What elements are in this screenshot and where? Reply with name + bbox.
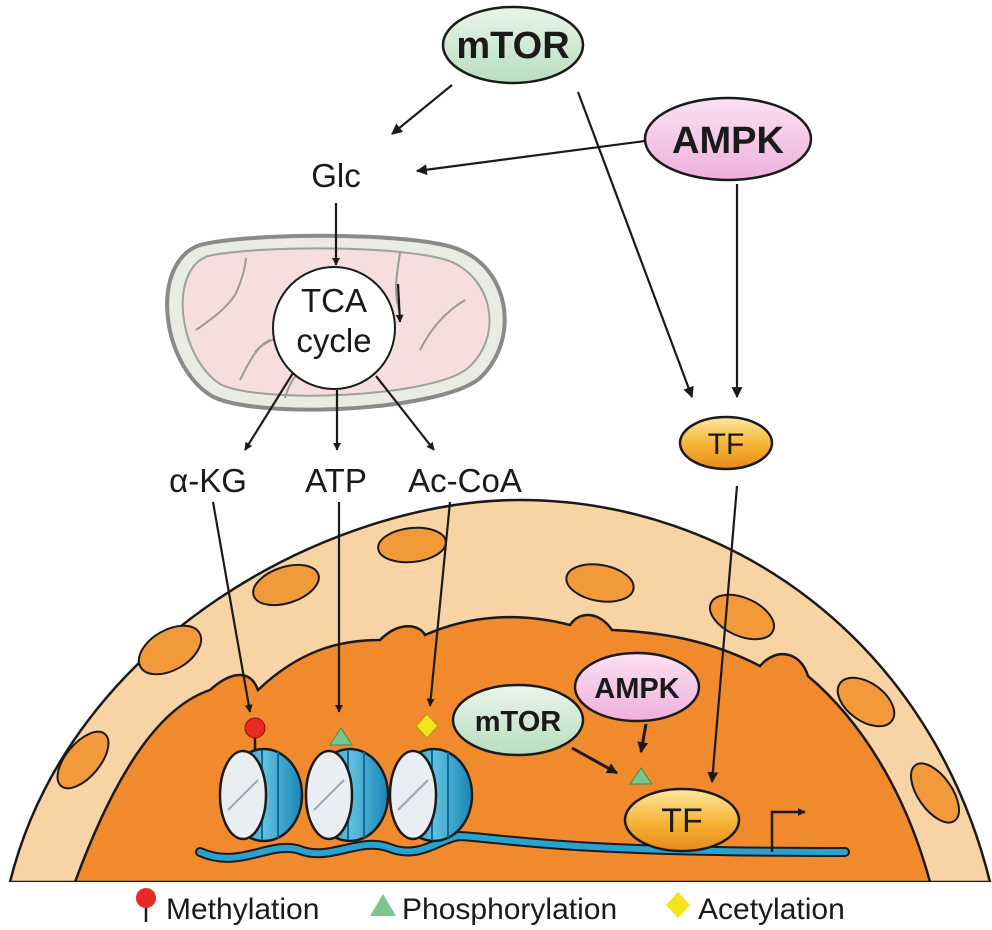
arrow-tf-to-nucleus — [707, 485, 739, 784]
arrow-nuc-mtor-to-tf — [571, 746, 618, 775]
arrow-ampk-to-glc — [415, 139, 646, 176]
node-ampk: AMPK — [643, 96, 813, 182]
node-mtor-nuclear: mTOR — [451, 683, 585, 757]
legend-methylation-icon — [136, 888, 156, 922]
transcription-start-arrow — [770, 808, 806, 852]
arrow-tca-to-akg — [244, 372, 294, 451]
node-mtor: mTOR — [441, 5, 585, 85]
arrow-mtor-to-tf — [576, 91, 694, 399]
node-tf-cytoplasm-label: TF — [708, 428, 745, 461]
nucleosome-2 — [304, 747, 390, 843]
pathway-arrows — [211, 84, 743, 784]
node-ampk-nuclear-label: AMPK — [594, 673, 679, 705]
node-tf-nuclear-label: TF — [661, 802, 703, 840]
akg-label: α-KG — [169, 462, 247, 499]
arrow-mtor-to-glc — [391, 84, 453, 135]
tca-cycle-label-line2: cycle — [296, 322, 371, 359]
glc-label: Glc — [311, 157, 361, 194]
arrow-akg-to-histone — [211, 501, 253, 713]
node-mtor-nuclear-label: mTOR — [475, 706, 562, 738]
tca-cycle-label-line1: TCA — [301, 282, 367, 319]
accoa-label: Ac-CoA — [408, 462, 522, 499]
atp-label: ATP — [305, 462, 367, 499]
arrow-nuc-ampk-to-tf — [637, 723, 649, 754]
acetylation-mark — [415, 713, 439, 739]
nucleosome-1 — [218, 747, 304, 843]
node-tf-nuclear: TF — [623, 787, 741, 853]
node-mtor-label: mTOR — [456, 25, 569, 67]
phosphorylation-mark — [329, 727, 353, 746]
node-ampk-nuclear: AMPK — [573, 651, 701, 723]
nucleosome-3 — [388, 747, 474, 843]
legend: Methylation Phosphorylation Acetylation — [136, 888, 845, 926]
methylation-mark — [244, 717, 266, 750]
tca-cycle-circle — [272, 266, 396, 390]
tf-phosphorylation-mark — [629, 767, 653, 785]
arrow-accoa-to-histone — [426, 501, 452, 707]
legend-acetylation-icon — [666, 892, 690, 918]
legend-acetylation-label: Acetylation — [698, 893, 845, 926]
legend-methylation-label: Methylation — [166, 893, 319, 926]
legend-phosphorylation-icon — [370, 894, 396, 916]
node-tf-cytoplasm: TF — [678, 415, 774, 471]
arrow-tca-to-accoa — [375, 375, 435, 451]
arrow-tca-loop — [395, 283, 404, 323]
node-ampk-label: AMPK — [672, 120, 784, 162]
legend-phosphorylation-label: Phosphorylation — [402, 893, 617, 926]
